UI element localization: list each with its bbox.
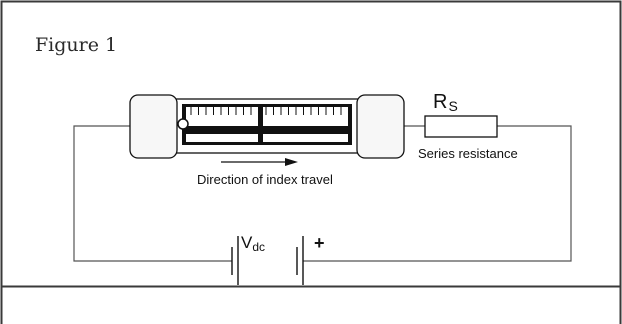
voltage-symbol: V: [241, 233, 253, 252]
voltage-label: Vdc: [241, 233, 265, 254]
resistor-subscript: S: [448, 98, 459, 114]
direction-arrow: [221, 158, 298, 166]
dc-battery-symbol: [231, 236, 304, 285]
right-end-cap: [356, 94, 405, 159]
figure-title: Figure 1: [35, 34, 118, 56]
resistor-caption: Series resistance: [418, 146, 518, 161]
voltage-subscript: dc: [252, 240, 266, 254]
series-resistor: [424, 115, 498, 138]
resistor-symbol: R: [433, 91, 449, 113]
positive-terminal-label: +: [314, 233, 325, 253]
left-end-cap: [129, 94, 178, 159]
index-marker: [177, 118, 189, 130]
direction-label: Direction of index travel: [197, 172, 333, 187]
resistor-label: RS: [433, 91, 459, 114]
circuit-wires: [73, 125, 572, 262]
indicator-cell: [129, 94, 405, 159]
scale-tick-marks: [190, 107, 342, 115]
